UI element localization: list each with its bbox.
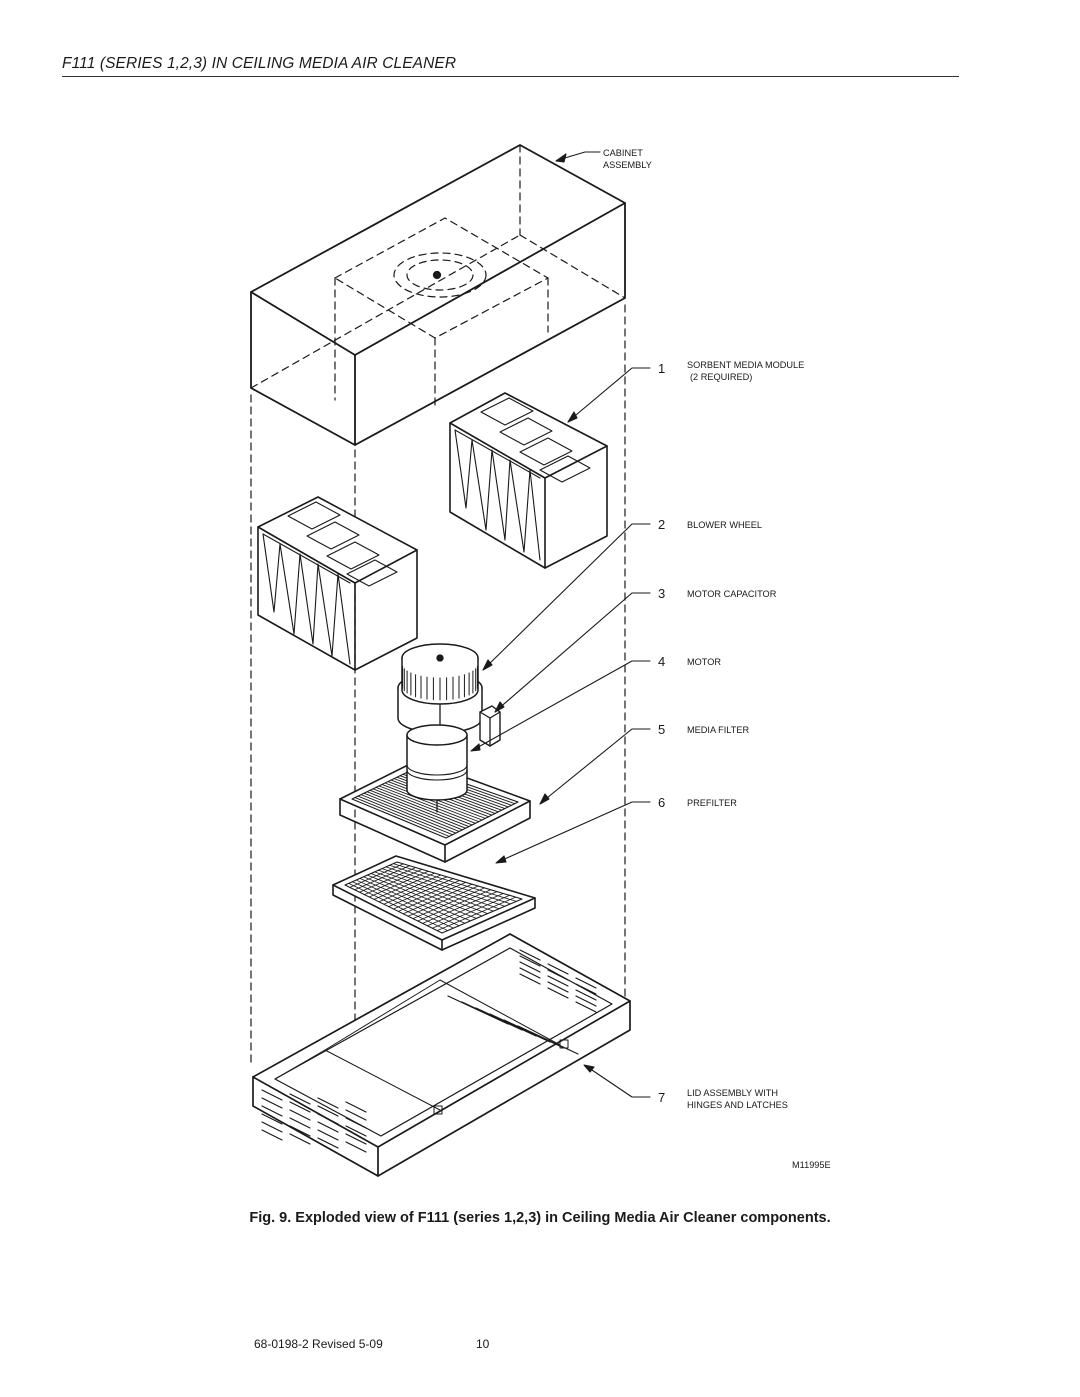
callout-sublabel: HINGES AND LATCHES [687,1100,788,1110]
figure-caption: Fig. 9. Exploded view of F111 (series 1,… [249,1210,831,1226]
callout-label: SORBENT MEDIA MODULE [687,360,804,370]
page-title: F111 (SERIES 1,2,3) IN CEILING MEDIA AIR… [62,55,457,72]
callout-number: 1 [658,361,665,376]
sorbent-module-left [258,497,417,670]
drawing-number: M11995E [792,1160,831,1170]
callout-number: 4 [658,654,665,669]
cabinet-assembly [251,145,625,1065]
motor-capacitor [480,706,500,746]
title-divider [62,76,959,77]
callout-label: BLOWER WHEEL [687,520,762,530]
callout-number: 7 [658,1090,665,1105]
footer-page-number: 10 [476,1337,490,1351]
callout-number: 2 [658,517,665,532]
sorbent-module-right [450,393,607,568]
callout-number: 6 [658,795,665,810]
callout-number: 5 [658,722,665,737]
lid-assembly [253,934,630,1176]
callout-leaders [471,152,650,1097]
motor [407,725,467,812]
callout-label: LID ASSEMBLY WITH [687,1088,778,1098]
callout-label: PREFILTER [687,798,737,808]
blower-wheel [398,644,482,733]
callout-label: MOTOR CAPACITOR [687,589,777,599]
cabinet-label-line1: CABINET [603,148,643,158]
callout-label: MEDIA FILTER [687,725,749,735]
callout-number: 3 [658,586,665,601]
prefilter [333,856,535,950]
cabinet-label-line2: ASSEMBLY [603,160,652,170]
callout-texts: CABINET ASSEMBLY 1 SORBENT MEDIA MODULE … [603,148,831,1170]
footer-doc-number: 68-0198-2 Revised 5-09 [254,1337,383,1351]
callout-sublabel: (2 REQUIRED) [690,372,752,382]
callout-label: MOTOR [687,657,721,667]
